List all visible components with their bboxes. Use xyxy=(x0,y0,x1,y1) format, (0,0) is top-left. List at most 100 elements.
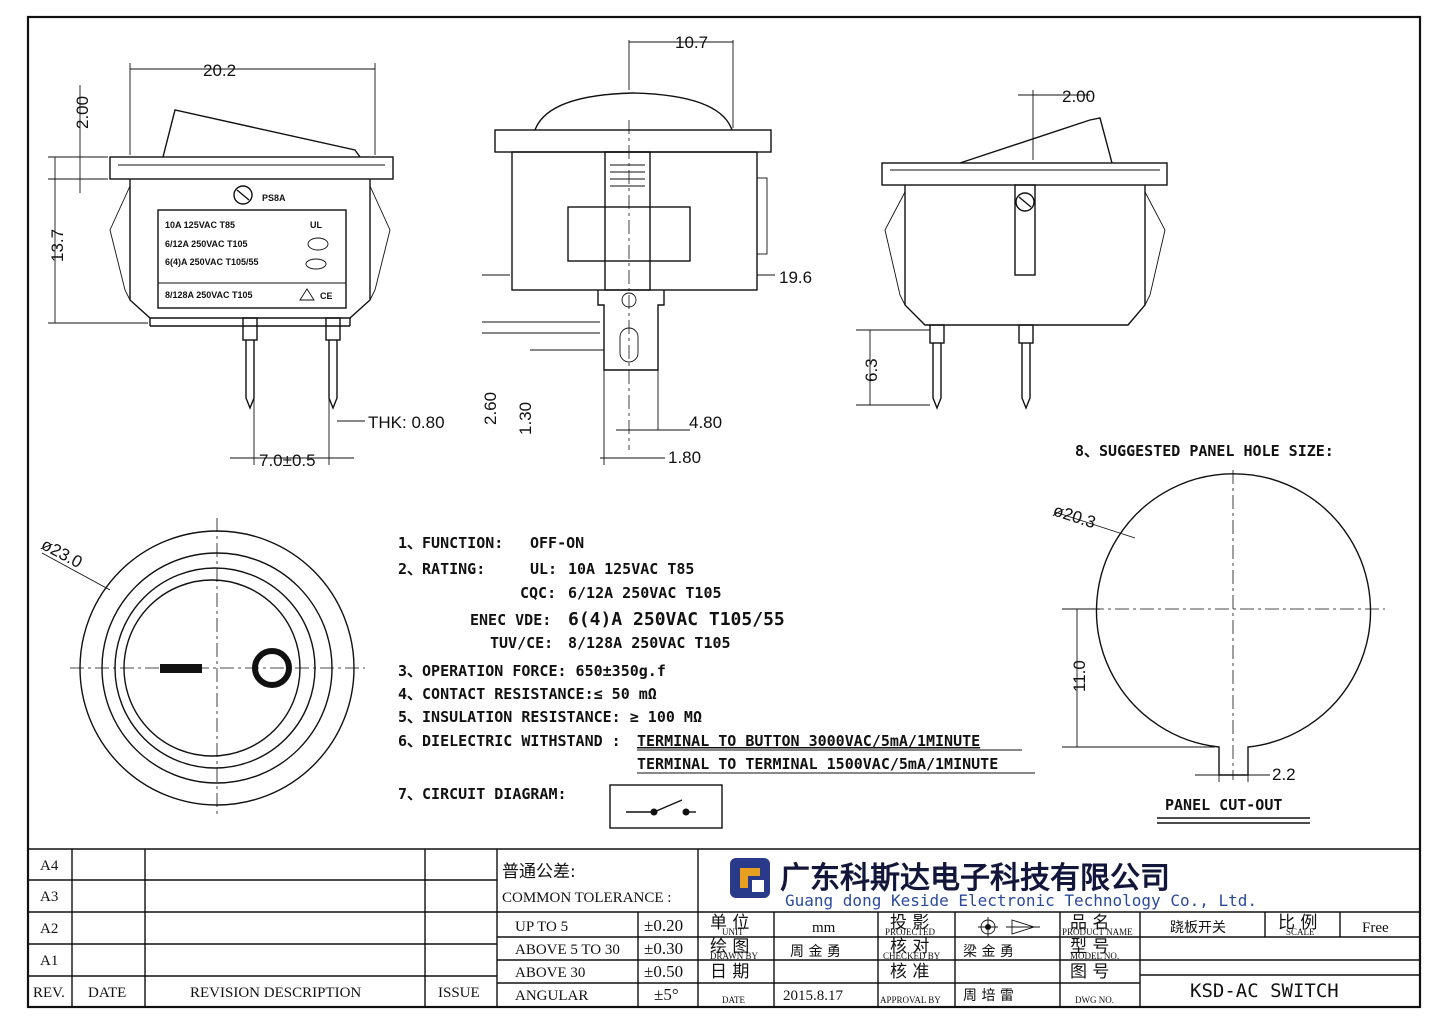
spec-rating-key-4: TUV/CE: xyxy=(490,634,553,652)
unit-label-cn: 单 位 xyxy=(710,913,749,933)
spec-insulation-resistance: 5、INSULATION RESISTANCE: ≥ 100 MΩ xyxy=(398,708,702,726)
spec-rating-val-4: 8/128A 250VAC T105 xyxy=(568,634,731,652)
spec-dielectric-line-1: TERMINAL TO BUTTON 3000VAC/5mA/1MINUTE xyxy=(637,732,980,750)
tol-value-4: ±5° xyxy=(654,985,679,1004)
date-label-en: DATE xyxy=(722,995,745,1005)
rev-header-desc: REVISION DESCRIPTION xyxy=(190,985,361,1001)
tolerance-cn: 普通公差: xyxy=(502,862,576,882)
model-label-en: MODEL NO. xyxy=(1070,951,1119,961)
body-label-line-2: 6/12A 250VAC T105 xyxy=(165,239,248,249)
company-name-en: Guang dong Keside Electronic Technology … xyxy=(785,891,1257,910)
body-label-line-4: 8/128A 250VAC T105 xyxy=(165,290,253,300)
checked-label-cn: 核 对 xyxy=(890,937,929,957)
company-logo-icon xyxy=(730,858,770,898)
spec-rating-val-2: 6/12A 250VAC T105 xyxy=(568,584,722,602)
drawn-value: 周 金 勇 xyxy=(790,944,841,960)
checked-value: 梁 金 勇 xyxy=(963,944,1014,960)
scale-value: Free xyxy=(1362,920,1389,936)
scale-label-cn: 比 例 xyxy=(1278,913,1317,933)
dim-rocker-height: 2.00 xyxy=(73,96,92,129)
unit-value: mm xyxy=(812,920,836,936)
tol-range-3: ABOVE 30 xyxy=(515,965,585,981)
dim-pin-pitch: 7.0±0.5 xyxy=(259,451,316,470)
spec-rating-val-1: 10A 125VAC T85 xyxy=(568,560,694,578)
dwg-label-cn: 图 号 xyxy=(1070,962,1109,982)
approval-value: 周 培 雷 xyxy=(963,988,1014,1004)
spec-rating-key-3: ENEC VDE: xyxy=(470,611,551,629)
spec-rating-key-1: UL: xyxy=(530,560,557,578)
approval-label-cn: 核 准 xyxy=(890,962,929,982)
spec-function-value: OFF-ON xyxy=(530,534,584,552)
dim-pin-b: 1.30 xyxy=(516,402,535,435)
spec-rating-val-3: 6(4)A 250VAC T105/55 xyxy=(568,609,785,630)
spec-function-label: 1、FUNCTION: xyxy=(398,534,503,552)
tol-range-4: ANGULAR xyxy=(515,988,588,1004)
side-view: 10.7 19.6 2.60 1.30 4.80 1.80 xyxy=(481,33,812,467)
enec-mark-icon xyxy=(305,258,327,270)
tol-range-1: UP TO 5 xyxy=(515,919,568,935)
model-label-cn: 型 号 xyxy=(1070,937,1109,957)
spec-dielectric-line-2: TERMINAL TO TERMINAL 1500VAC/5mA/1MINUTE xyxy=(637,755,998,773)
dim-width-top: 20.2 xyxy=(203,61,236,80)
rev-row-a1: A1 xyxy=(40,953,58,969)
warning-triangle-icon xyxy=(299,288,315,301)
product-label-cn: 品 名 xyxy=(1070,913,1109,933)
product-value: 跷板开关 xyxy=(1170,919,1226,936)
projection-symbol-icon xyxy=(978,917,1040,937)
projected-label-cn: 投 影 xyxy=(890,913,929,933)
panel-cutout-caption: PANEL CUT-OUT xyxy=(1165,796,1282,814)
tol-range-2: ABOVE 5 TO 30 xyxy=(515,942,620,958)
product-label-en: PRODUCT NAME xyxy=(1062,927,1133,937)
tol-value-3: ±0.50 xyxy=(644,962,683,981)
ce-mark: CE xyxy=(320,291,333,301)
spec-circuit-label: 7、CIRCUIT DIAGRAM: xyxy=(398,785,567,803)
front-view: PS8A 10A 125VAC T85 6/12A 250VAC T105 6(… xyxy=(48,61,445,470)
body-brand: PS8A xyxy=(262,193,286,203)
dwg-value: KSD-AC SWITCH xyxy=(1190,980,1339,1002)
ul-mark: UL xyxy=(310,220,322,230)
off-mark-icon xyxy=(252,648,292,688)
specifications: 1、FUNCTION: OFF-ON 2、RATING: UL: 10A 125… xyxy=(398,534,1035,829)
title-block: A4 A3 A2 A1 REV. DATE REVISION DESCRIPTI… xyxy=(28,848,1420,1007)
dim-hole-dia: ø20.3 xyxy=(1051,501,1098,533)
rev-row-a3: A3 xyxy=(40,889,58,905)
company-name-cn: 广东科斯达电子科技有限公司 xyxy=(780,861,1170,896)
dim-dome-width: 10.7 xyxy=(675,33,708,52)
dim-bezel-dia: ø23.0 xyxy=(38,535,85,572)
date-value: 2015.8.17 xyxy=(783,988,844,1004)
approval-label-en: APPROVAL BY xyxy=(880,995,941,1005)
rev-header-date: DATE xyxy=(88,985,126,1001)
dim-key-width: 2.2 xyxy=(1272,765,1296,784)
dim-pin-width: 4.80 xyxy=(689,413,722,432)
tolerance-en: COMMON TOLERANCE : xyxy=(502,890,671,906)
spec-rating-key-2: CQC: xyxy=(520,584,556,602)
scale-label-en: SCALE xyxy=(1286,927,1315,937)
dim-thickness: THK: 0.80 xyxy=(368,413,445,432)
rear-view: 2.00 6.3 xyxy=(856,87,1168,410)
spec-operation-force: 3、OPERATION FORCE: 650±350g.f xyxy=(398,662,666,680)
unit-label-en: UNIT xyxy=(722,927,744,937)
spec-contact-resistance: 4、CONTACT RESISTANCE:≤ 50 mΩ xyxy=(398,685,657,703)
rev-header-issue: ISSUE xyxy=(438,985,480,1001)
spec-rating-label: 2、RATING: xyxy=(398,560,485,578)
top-view: ø23.0 xyxy=(38,518,365,818)
tol-value-2: ±0.30 xyxy=(644,939,683,958)
projected-label-en: PROJECTED xyxy=(885,927,936,937)
dim-hole-flat: 11.0 xyxy=(1070,660,1089,692)
dim-pin-a: 2.60 xyxy=(481,392,500,425)
dim-depth: 19.6 xyxy=(779,268,812,287)
drawn-label-en: DRAWN BY xyxy=(710,951,759,961)
checked-label-en: CHECKED BY xyxy=(883,951,941,961)
panel-hole-title: 8、SUGGESTED PANEL HOLE SIZE: xyxy=(1075,442,1334,460)
spec-dielectric-label: 6、DIELECTRIC WITHSTAND : xyxy=(398,732,621,750)
dim-pin-length: 6.3 xyxy=(862,358,881,382)
rev-row-a2: A2 xyxy=(40,921,58,937)
circuit-diagram xyxy=(609,784,723,829)
cqc-mark-icon xyxy=(307,237,329,251)
tol-value-1: ±0.20 xyxy=(644,916,683,935)
rev-header-rev: REV. xyxy=(33,985,65,1001)
rev-row-a4: A4 xyxy=(40,858,59,874)
dim-rocker-side: 2.00 xyxy=(1062,87,1095,106)
drawn-label-cn: 绘 图 xyxy=(710,937,749,957)
